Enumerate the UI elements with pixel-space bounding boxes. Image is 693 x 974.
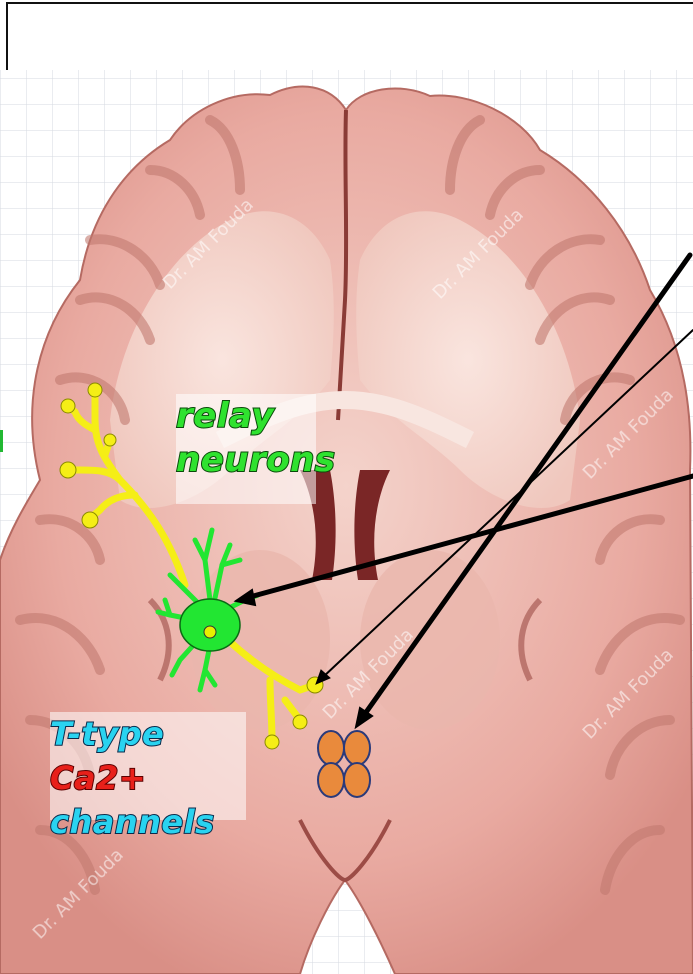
ttype-label-line2: channels <box>50 800 246 844</box>
ca2-text: Ca2+ <box>50 759 146 797</box>
edge-marker <box>0 430 3 452</box>
ttype-label-line1: T-type Ca2+ <box>50 712 246 800</box>
relay-label-line2: neurons <box>176 438 316 482</box>
relay-neurons-label: relay neurons <box>176 394 316 504</box>
top-banner-box <box>6 2 693 70</box>
t-type-channels-label: T-type Ca2+ channels <box>50 712 246 820</box>
relay-label-line1: relay <box>176 394 316 438</box>
ttype-text: T-type <box>50 715 164 753</box>
